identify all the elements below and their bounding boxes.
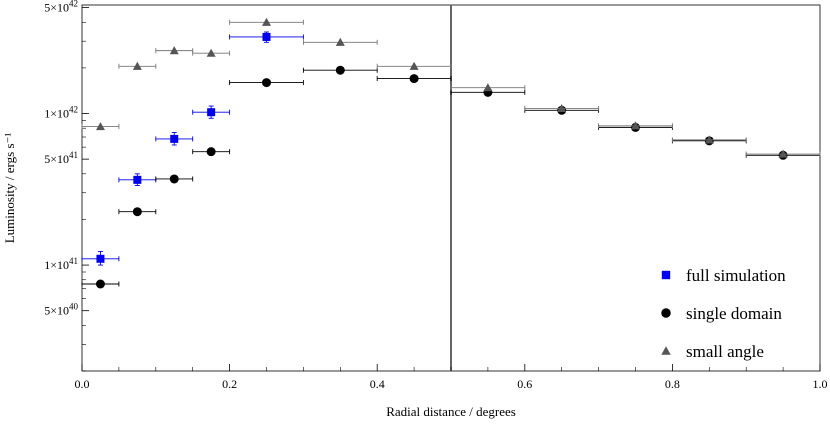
data-point-triangle <box>631 121 640 130</box>
data-point-square <box>96 254 105 263</box>
series-layer <box>81 17 821 289</box>
data-point-triangle <box>206 48 216 57</box>
x-tick-label: 1.0 <box>813 377 828 391</box>
data-point-triangle <box>704 135 714 144</box>
data-point-triangle <box>335 37 345 46</box>
y-tick-label: 5×1042 <box>44 0 78 15</box>
data-point-triangle <box>169 46 179 55</box>
data-point-triangle <box>132 61 142 70</box>
legend-marker-triangle <box>661 346 671 355</box>
x-axis-label: Radial distance / degrees <box>386 404 516 419</box>
data-point-square <box>133 175 142 184</box>
y-tick-label: 1×1041 <box>44 256 78 272</box>
data-point-square <box>170 134 179 143</box>
data-point-triangle <box>409 61 419 70</box>
legend-label: single domain <box>686 304 782 323</box>
data-point-square <box>262 32 271 41</box>
y-tick-label: 5×1041 <box>44 150 78 166</box>
x-axis: 0.0 0.2 0.4 0.6 0.8 1.0 <box>75 364 828 391</box>
legend-marker-circle <box>661 308 671 318</box>
data-point-triangle <box>483 83 493 92</box>
data-point-triangle <box>557 103 567 113</box>
legend: full simulation single domain small angle <box>661 266 786 361</box>
data-point-square <box>207 108 216 117</box>
data-point-circle <box>335 65 345 75</box>
x-tick-label: 0.8 <box>665 377 680 391</box>
y-tick-label: 1×1042 <box>44 105 78 121</box>
x-tick-label: 0.0 <box>75 377 90 391</box>
x-tick-label: 0.4 <box>370 377 385 391</box>
data-point-circle <box>262 78 271 88</box>
data-point-circle <box>132 207 142 217</box>
y-axis: 5×1040 1×1041 5×1041 1×1042 5×1042 <box>44 0 89 372</box>
x-tick-label: 0.2 <box>222 377 237 391</box>
data-point-circle <box>95 279 105 289</box>
data-point-circle <box>409 74 419 84</box>
y-tick-label: 5×1040 <box>44 302 78 318</box>
series-triangle <box>81 17 821 158</box>
data-point-circle <box>206 147 216 157</box>
data-point-triangle <box>262 17 271 26</box>
legend-label: full simulation <box>686 266 786 285</box>
legend-marker-square <box>661 270 671 280</box>
data-point-triangle <box>95 122 105 131</box>
series-square <box>81 31 304 266</box>
data-point-circle <box>169 174 179 184</box>
legend-label: small angle <box>686 342 764 361</box>
y-axis-label: Luminosity / ergs s⁻¹ <box>2 133 17 244</box>
data-point-triangle <box>778 149 788 158</box>
x-tick-label: 0.6 <box>517 377 532 391</box>
